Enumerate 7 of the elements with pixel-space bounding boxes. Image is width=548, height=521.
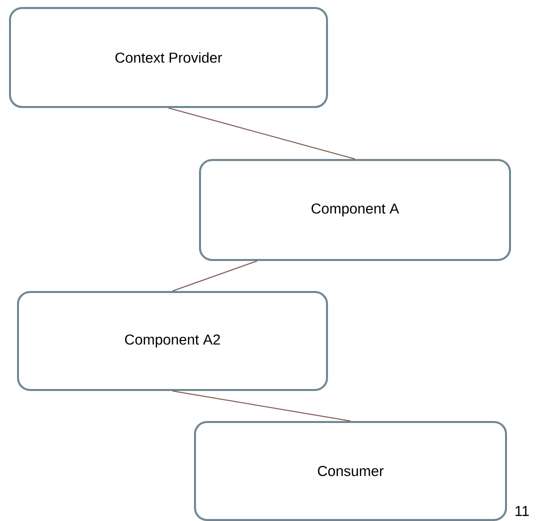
connector-line <box>172 260 258 292</box>
process-box: Context Provider <box>9 7 328 108</box>
connector-line <box>168 108 356 160</box>
process-box: Consumer <box>194 421 507 521</box>
process-box: Component A <box>199 159 511 261</box>
process-box: Component A2 <box>17 291 328 391</box>
connector-line <box>172 390 351 422</box>
